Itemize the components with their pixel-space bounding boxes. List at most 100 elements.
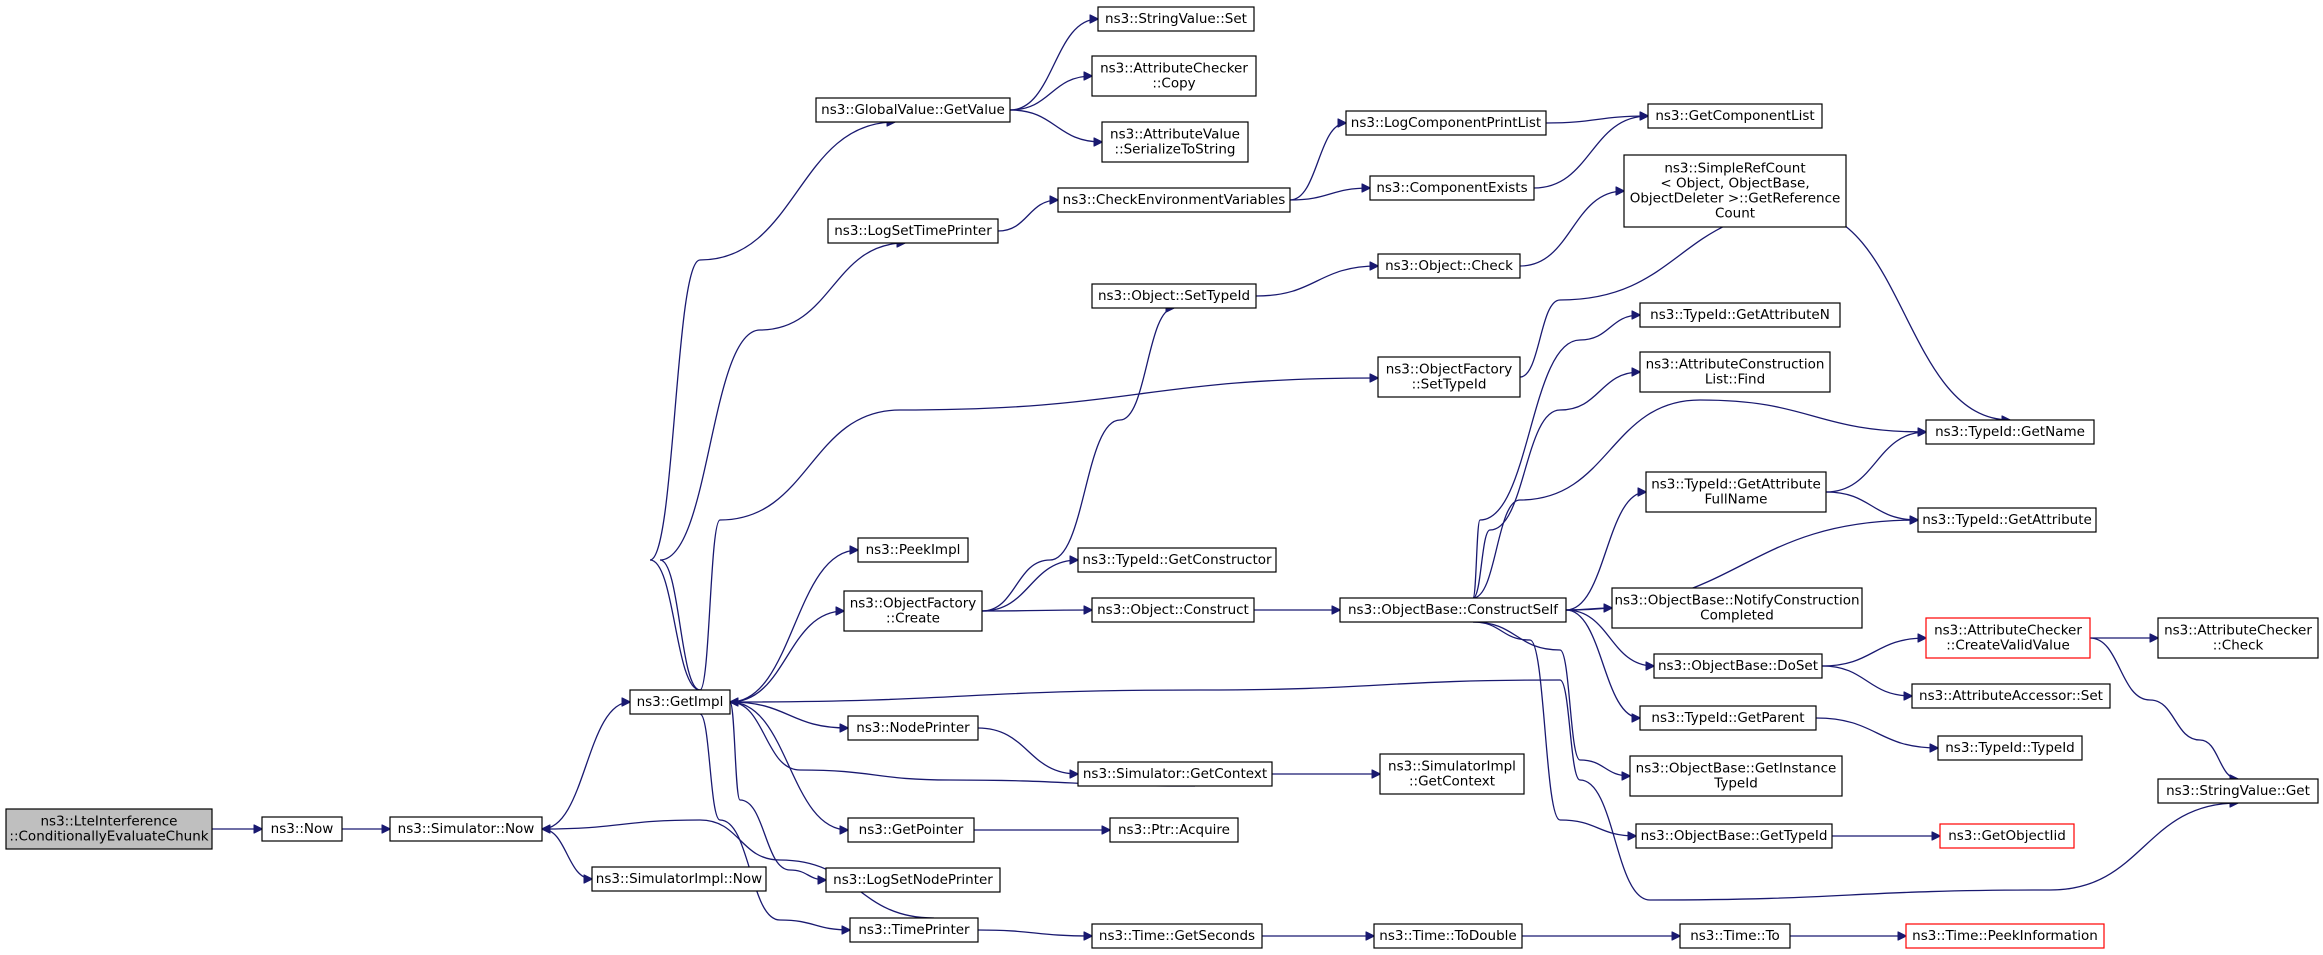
node-box [1639,302,1841,328]
node-obdoset[interactable]: ns3::ObjectBase::DoSet [1653,653,1823,679]
node-timetodouble[interactable]: ns3::Time::ToDouble [1373,923,1523,949]
node-ofcreate[interactable]: ns3::ObjectFactory::Create [843,590,983,632]
node-box [1373,923,1523,949]
node-simnow[interactable]: ns3::Simulator::Now [389,816,543,842]
edge-checkenv-to-compexists [1289,188,1370,201]
node-box [1653,653,1823,679]
node-timeprinter[interactable]: ns3::TimePrinter [849,917,979,943]
node-label-line: ns3::AttributeChecker [1100,61,1248,77]
node-label-line: ns3::SimulatorImpl [1388,759,1516,775]
node-avser[interactable]: ns3::AttributeValue::SerializeToString [1101,121,1249,163]
node-timegetsec[interactable]: ns3::Time::GetSeconds [1091,923,1263,949]
node-label-line: ns3::ObjectBase::DoSet [1658,658,1818,674]
node-box [1091,283,1257,309]
node-peekimpl[interactable]: ns3::PeekImpl [857,537,969,563]
node-root[interactable]: ns3::LteInterference::ConditionallyEvalu… [5,808,213,850]
node-objconstruct[interactable]: ns3::Object::Construct [1091,597,1255,623]
node-getobjectiid[interactable]: ns3::GetObjectIid [1939,823,2075,849]
node-label-line: ns3::ObjectBase::GetInstance [1636,761,1837,777]
node-label-line: ns3::Time::GetSeconds [1099,928,1255,944]
node-timeto[interactable]: ns3::Time::To [1679,923,1791,949]
node-label-line: ns3::AttributeValue [1110,127,1240,143]
node-timepeek[interactable]: ns3::Time::PeekInformation [1905,923,2105,949]
node-box [591,866,767,892]
node-tidgetattrn[interactable]: ns3::TypeId::GetAttributeN [1639,302,1841,328]
node-label-line: ns3::TypeId::GetName [1935,424,2085,440]
node-gvgetvalue[interactable]: ns3::GlobalValue::GetValue [815,97,1011,123]
node-label-line: ns3::ObjectBase::NotifyConstruction [1614,593,1859,609]
node-label-line: ns3::ObjectBase::GetTypeId [1641,828,1828,844]
edge-obconstructself-to-tidgetparent [1565,609,1640,718]
node-ptracquire[interactable]: ns3::Ptr::Acquire [1109,817,1239,843]
node-obnotify[interactable]: ns3::ObjectBase::NotifyConstructionCompl… [1611,587,1863,629]
node-accopy[interactable]: ns3::AttributeChecker::Copy [1091,55,1257,97]
edge-tidgetattrfull-to-tidgetattr [1825,491,1918,520]
node-box [1057,187,1291,213]
node-simplerefcount[interactable]: ns3::SimpleRefCount< Object, ObjectBase,… [1623,154,1847,228]
edge-obconstructself-to-obdoset [1565,609,1654,666]
node-compexists[interactable]: ns3::ComponentExists [1369,175,1535,201]
node-getcomplist[interactable]: ns3::GetComponentList [1647,103,1823,129]
node-obgettypeid[interactable]: ns3::ObjectBase::GetTypeId [1635,823,1833,849]
node-tidgetparent[interactable]: ns3::TypeId::GetParent [1639,705,1817,731]
node-box [1377,356,1521,398]
node-box [1679,923,1791,949]
node-box [1345,110,1547,136]
node-getpointer[interactable]: ns3::GetPointer [847,817,975,843]
node-simimplnow[interactable]: ns3::SimulatorImpl::Now [591,866,767,892]
node-label-line: ns3::GetObjectIid [1948,828,2066,844]
node-label-line: ns3::Time::To [1690,928,1780,944]
edge-getimpl-to-timeprinter [699,713,850,930]
node-label-line: Count [1715,206,1755,222]
node-label-line: ns3::SimpleRefCount [1664,161,1805,177]
node-box [849,917,979,943]
node-accreatevalid[interactable]: ns3::AttributeChecker::CreateValidValue [1925,617,2091,659]
edge-nodeprinter-to-simgetcontext [977,727,1078,774]
node-label-line: ns3::AttributeAccessor::Set [1919,688,2103,704]
node-tidtypeid[interactable]: ns3::TypeId::TypeId [1937,735,2083,761]
node-objcheck[interactable]: ns3::Object::Check [1377,253,1521,279]
node-obconstructself[interactable]: ns3::ObjectBase::ConstructSelf [1339,597,1567,623]
node-label-line: List::Find [1705,372,1765,388]
node-tidgetctor[interactable]: ns3::TypeId::GetConstructor [1077,547,1277,573]
node-label-line: ns3::TypeId::GetAttribute [1922,512,2092,528]
edge-obconstructself-to-acfind [1472,372,1640,599]
node-objsettypeid[interactable]: ns3::Object::SetTypeId [1091,283,1257,309]
node-aaset[interactable]: ns3::AttributeAccessor::Set [1911,683,2111,709]
node-tidgetattr[interactable]: ns3::TypeId::GetAttribute [1917,507,2097,533]
edge-compexists-to-getcomplist [1533,116,1648,189]
node-box [1377,253,1521,279]
node-simimplgetcontext[interactable]: ns3::SimulatorImpl::GetContext [1379,753,1525,795]
node-getimpl[interactable]: ns3::GetImpl [629,689,731,715]
node-logsetnode[interactable]: ns3::LogSetNodePrinter [825,867,1001,893]
node-label-line: ns3::StringValue::Get [2166,783,2310,799]
node-ofsettypeid[interactable]: ns3::ObjectFactory::SetTypeId [1377,356,1521,398]
node-simgetcontext[interactable]: ns3::Simulator::GetContext [1077,761,1273,787]
node-label-line: ns3::Simulator::Now [398,821,535,837]
node-box [1917,507,2097,533]
node-svget[interactable]: ns3::StringValue::Get [2157,778,2319,804]
node-logcompprint[interactable]: ns3::LogComponentPrintList [1345,110,1547,136]
node-label-line: ns3::Time::PeekInformation [1912,928,2098,944]
edge-timeprinter-to-simnow [542,819,935,919]
node-nodeprinter[interactable]: ns3::NodePrinter [847,715,979,741]
node-logsettime[interactable]: ns3::LogSetTimePrinter [827,218,999,244]
node-box [1091,55,1257,97]
node-svset[interactable]: ns3::StringValue::Set [1097,6,1255,32]
edge-getimpl-to-nodeprinter [729,701,848,728]
node-label-line: ::CreateValidValue [1946,638,2070,654]
node-label-line: ObjectDeleter >::GetReference [1630,191,1841,207]
node-now[interactable]: ns3::Now [261,816,343,842]
node-accheck[interactable]: ns3::AttributeChecker::Check [2157,617,2319,659]
edge-tidgetparent-to-tidtypeid [1815,717,1938,748]
node-box [1639,705,1817,731]
node-box [1379,753,1525,795]
node-box [1905,923,2105,949]
node-checkenv[interactable]: ns3::CheckEnvironmentVariables [1057,187,1291,213]
edge-accreatevalid-to-svget [2089,637,2238,779]
node-label-line: ns3::TypeId::GetAttribute [1651,477,1821,493]
node-tidgetname[interactable]: ns3::TypeId::GetName [1925,419,2095,445]
